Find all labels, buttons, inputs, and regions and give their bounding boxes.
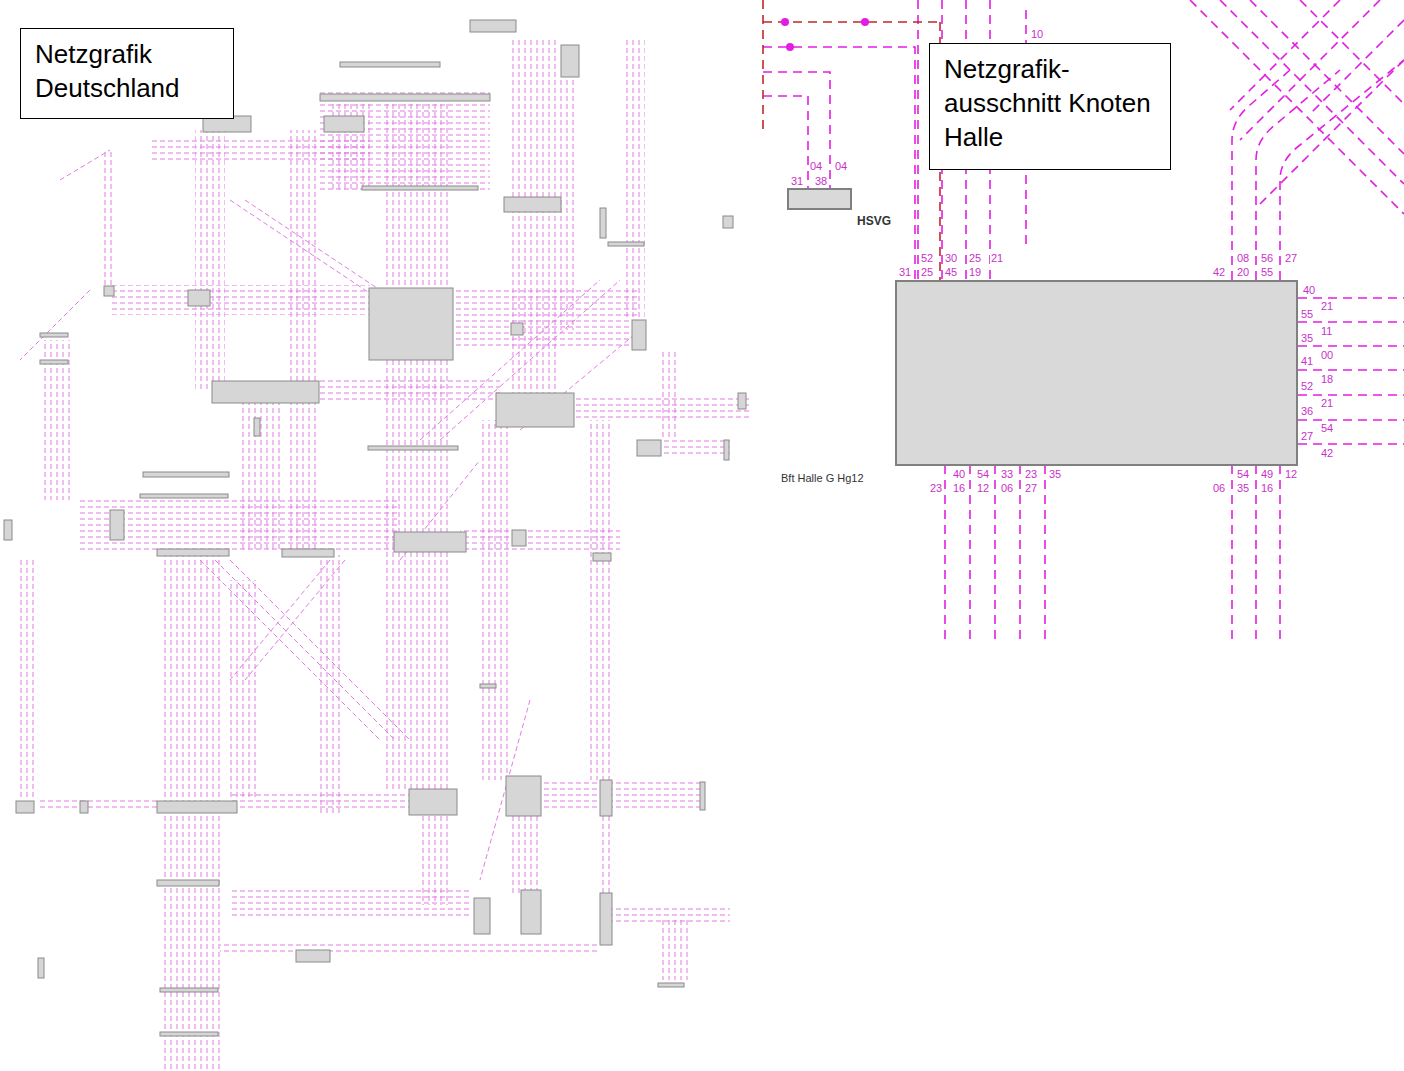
callout-text: Netzgrafik- ausschnitt Knoten Halle <box>944 52 1156 154</box>
track-number: 27 <box>1300 430 1314 442</box>
title-callout: Netzgrafik Deutschland <box>20 28 234 119</box>
track-number: 27 <box>1284 252 1298 264</box>
track-number: 52 <box>920 252 934 264</box>
track-number: 41 <box>1300 355 1314 367</box>
track-number: 54 <box>976 468 990 480</box>
track-number: 04 <box>834 160 848 172</box>
junction-dots <box>781 18 869 51</box>
track-number: 25 <box>968 252 982 264</box>
track-number: 23 <box>1024 468 1038 480</box>
track-number: 55 <box>1300 308 1314 320</box>
station-boxes <box>4 20 746 1036</box>
track-number: 19 <box>968 266 982 278</box>
station-box: HSVG <box>787 188 852 210</box>
title-callout: Netzgrafik- ausschnitt Knoten Halle <box>929 43 1171 170</box>
station-name: Bft Halle G Hg12 <box>781 472 864 484</box>
track-number: 21 <box>1320 397 1334 409</box>
callout-text: Netzgrafik Deutschland <box>35 37 219 105</box>
track-number: 54 <box>1236 468 1250 480</box>
station-name: HSVG <box>857 214 891 228</box>
track-number: 27 <box>1024 482 1038 494</box>
track-number: 12 <box>976 482 990 494</box>
track-number: 45 <box>944 266 958 278</box>
dashed-tracks <box>763 0 1404 640</box>
track-number: 36 <box>1300 405 1314 417</box>
track-number: 00 <box>1320 349 1334 361</box>
track-number: 23 <box>929 482 943 494</box>
track-number: 54 <box>1320 422 1334 434</box>
track-number: 33 <box>1000 468 1014 480</box>
track-bundles <box>20 40 750 1071</box>
track-number: 21 <box>990 252 1004 264</box>
track-number: 25 <box>920 266 934 278</box>
track-number: 40 <box>952 468 966 480</box>
track-number: 04 <box>809 160 823 172</box>
track-number: 42 <box>1320 447 1334 459</box>
track-number: 35 <box>1236 482 1250 494</box>
track-number: 21 <box>1320 300 1334 312</box>
track-number: 31 <box>898 266 912 278</box>
track-number: 20 <box>1236 266 1250 278</box>
track-number: 12 <box>1284 468 1298 480</box>
track-number: 38 <box>814 175 828 187</box>
track-number: 08 <box>1236 252 1250 264</box>
track-number: 40 <box>1302 284 1316 296</box>
track-number: 10 <box>1030 28 1044 40</box>
track-number: 16 <box>952 482 966 494</box>
track-number: 31 <box>790 175 804 187</box>
track-number: 42 <box>1212 266 1226 278</box>
track-number: 35 <box>1048 468 1062 480</box>
track-number: 30 <box>944 252 958 264</box>
node-box: Bft Halle G Hg12 <box>895 280 1298 466</box>
track-number: 35 <box>1300 332 1314 344</box>
track-number: 52 <box>1300 380 1314 392</box>
track-number: 49 <box>1260 468 1274 480</box>
track-number: 16 <box>1260 482 1274 494</box>
red-tracks <box>763 0 940 280</box>
track-number: 55 <box>1260 266 1274 278</box>
track-number: 56 <box>1260 252 1274 264</box>
track-number: 06 <box>1212 482 1226 494</box>
track-number: 06 <box>1000 482 1014 494</box>
track-number: 11 <box>1320 325 1333 337</box>
track-number: 18 <box>1320 373 1334 385</box>
